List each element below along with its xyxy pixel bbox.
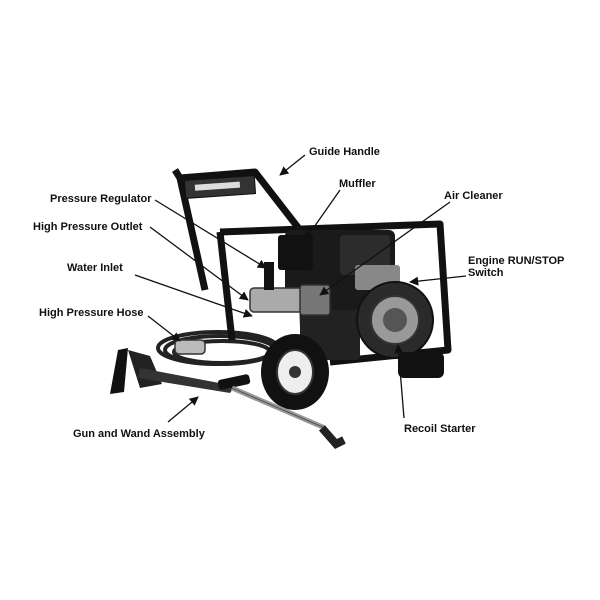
arrow-guide-handle xyxy=(279,154,306,176)
label-muffler: Muffler xyxy=(339,178,376,190)
label-high-pressure-outlet: High Pressure Outlet xyxy=(33,221,143,233)
arrow-gun-and-wand xyxy=(167,396,199,423)
gun-and-wand xyxy=(110,348,346,449)
rear-foot xyxy=(398,352,444,378)
engine xyxy=(278,230,400,360)
arrow-recoil-starter xyxy=(394,344,405,419)
label-water-inlet: Water Inlet xyxy=(67,262,123,274)
label-engine-switch-line1: Engine RUN/STOP xyxy=(468,255,565,267)
leader-arrows xyxy=(134,154,467,423)
arrow-water-inlet xyxy=(134,274,253,318)
label-engine-switch-line2: Switch xyxy=(468,267,504,279)
regulator-knob xyxy=(264,262,274,290)
arrow-muffler xyxy=(304,189,341,241)
arrow-engine-switch xyxy=(409,275,467,286)
arrow-pressure-regulator xyxy=(154,199,267,269)
handle-plate-label xyxy=(194,181,241,191)
recoil-starter-body xyxy=(356,281,434,359)
label-pressure-regulator: Pressure Regulator xyxy=(50,193,152,205)
label-gun-and-wand: Gun and Wand Assembly xyxy=(73,428,205,440)
arrow-high-pressure-hose xyxy=(147,315,181,342)
label-air-cleaner: Air Cleaner xyxy=(444,190,503,202)
hose-fitting xyxy=(174,339,206,355)
wheel xyxy=(261,334,329,410)
arrow-air-cleaner xyxy=(319,201,451,296)
label-recoil-starter: Recoil Starter xyxy=(404,423,476,435)
muffler-body xyxy=(278,235,313,270)
label-high-pressure-hose: High Pressure Hose xyxy=(39,307,144,319)
label-guide-handle: Guide Handle xyxy=(309,146,380,158)
arrow-high-pressure-outlet xyxy=(149,226,249,301)
